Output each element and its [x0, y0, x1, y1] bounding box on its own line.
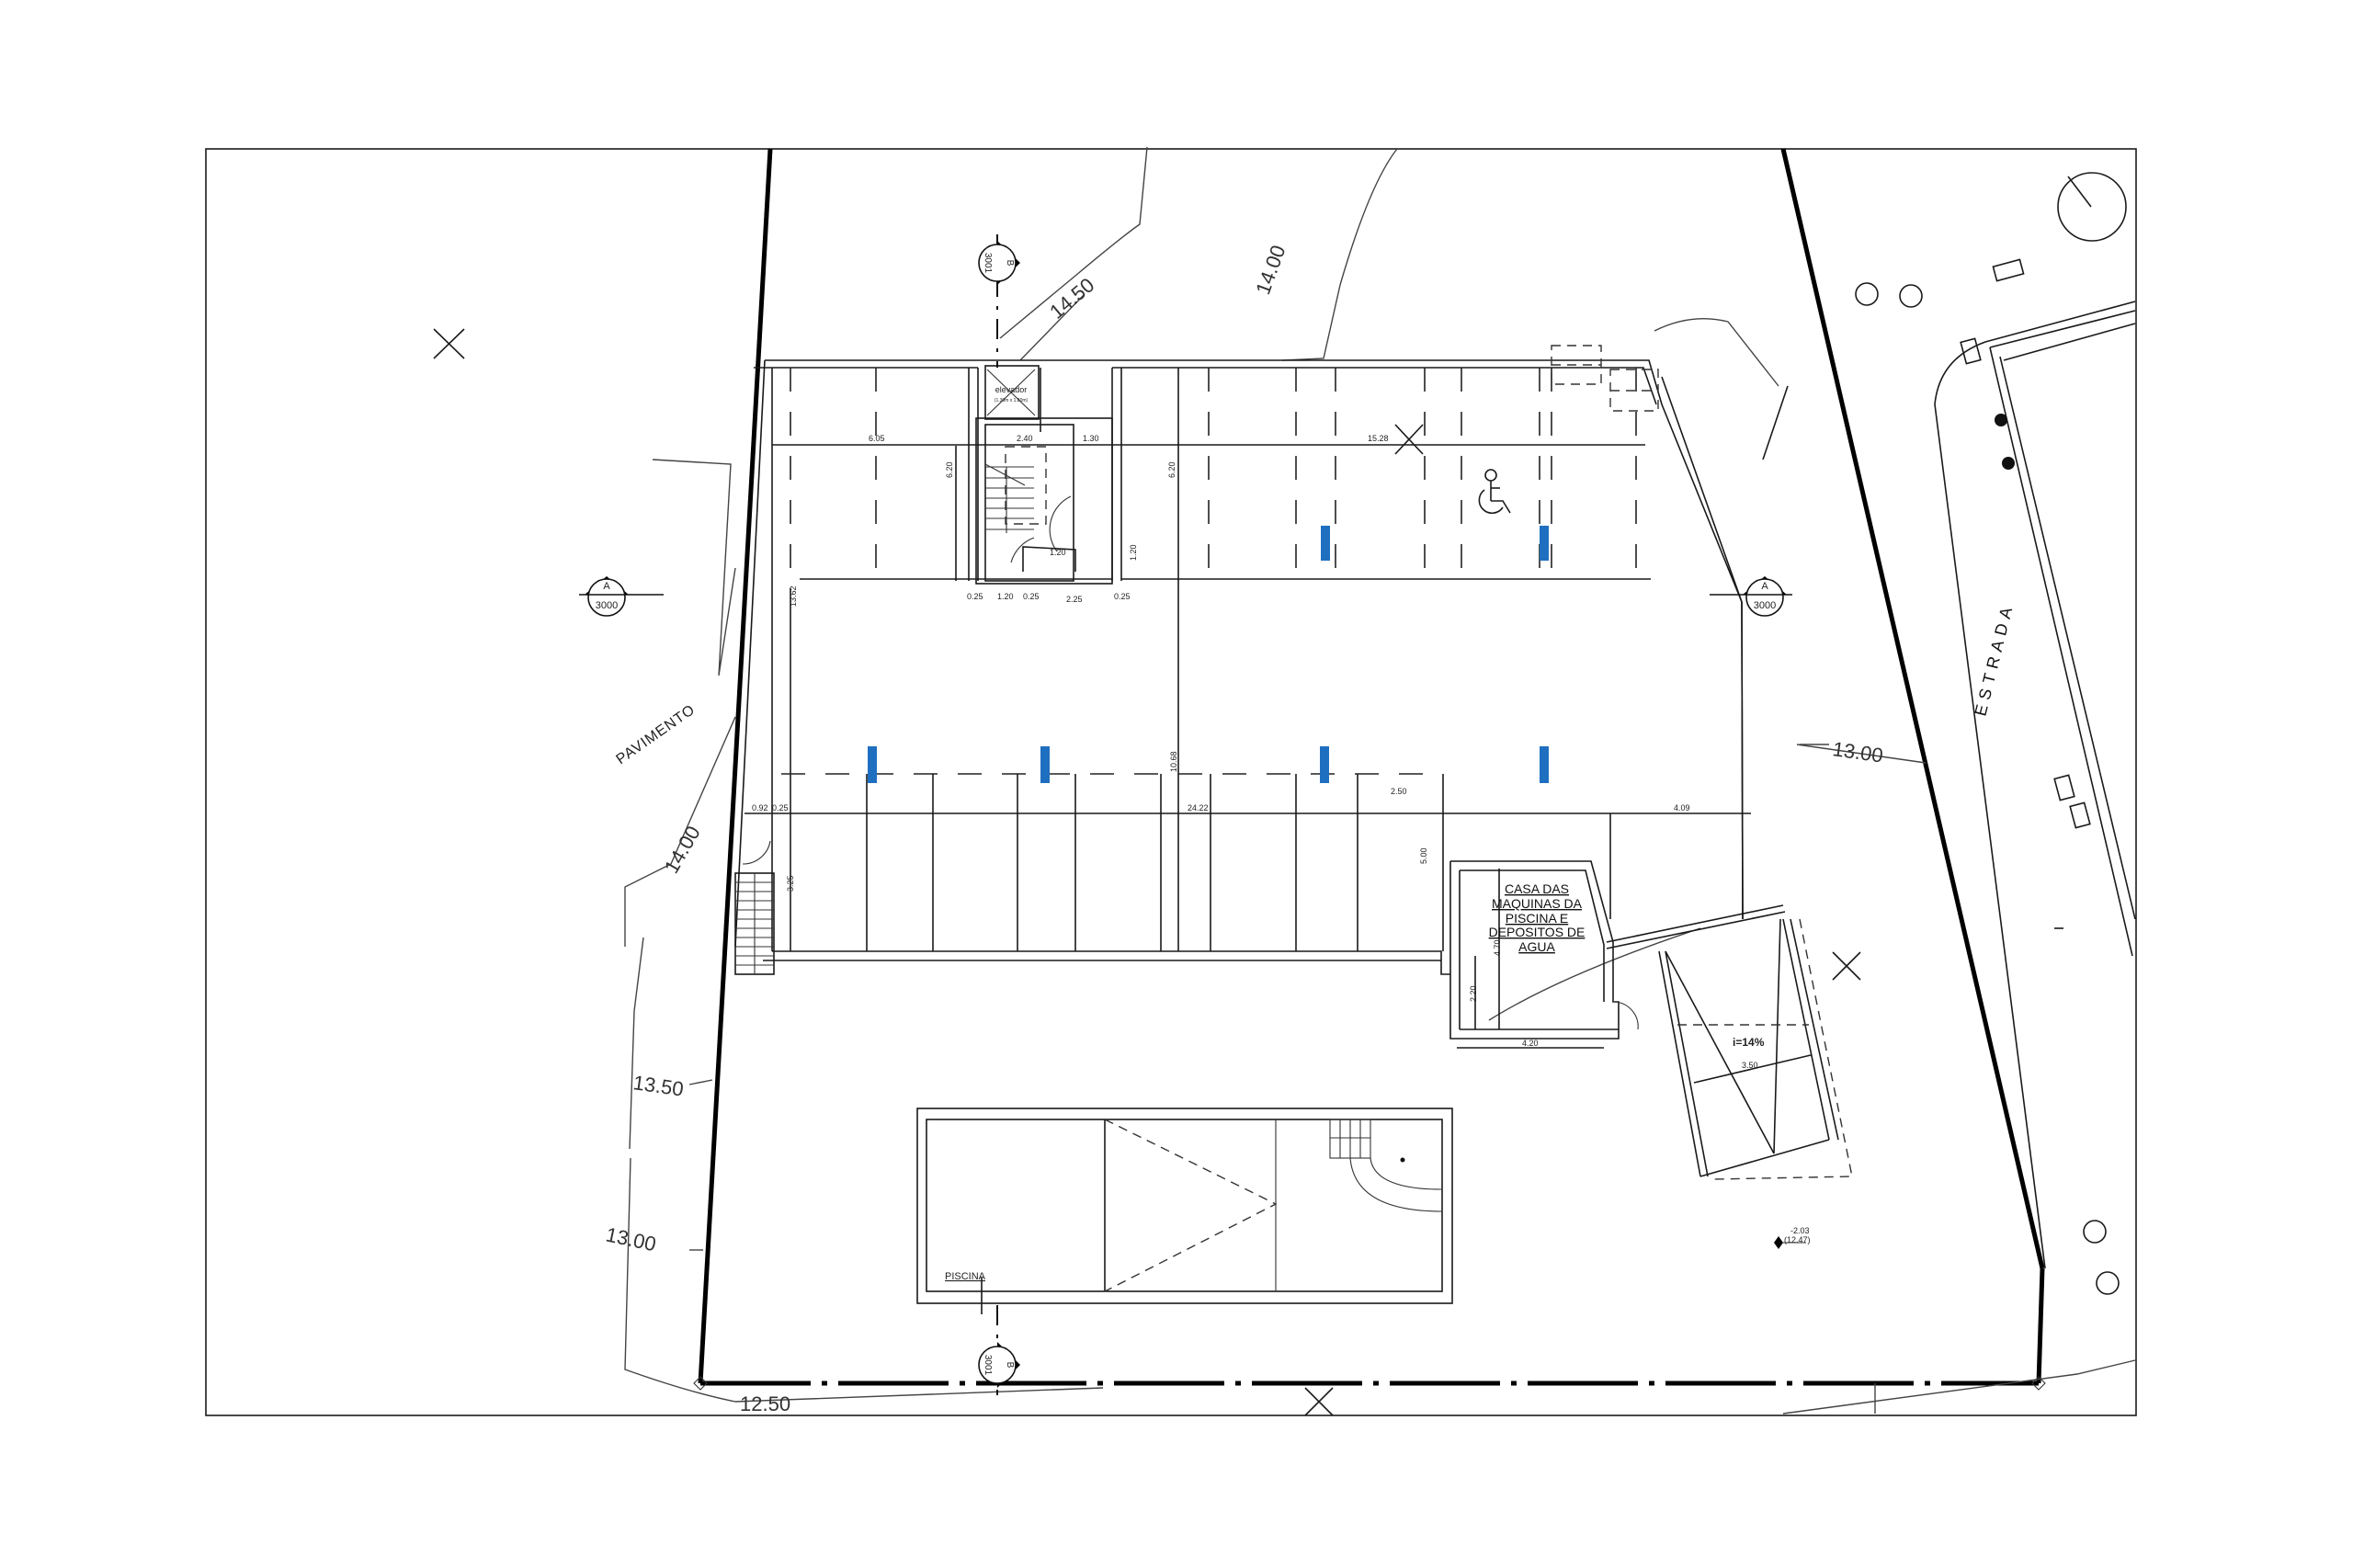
svg-text:6.20: 6.20	[1167, 461, 1176, 478]
dim-ramp: 3.50	[1742, 1061, 1758, 1070]
level-mark-bottom: (12.47)	[1784, 1235, 1811, 1244]
machine-room-label: CASA DAS MAQUINAS DA PISCINA E DEPOSITOS…	[1489, 881, 1586, 954]
svg-text:2.40: 2.40	[1017, 434, 1033, 443]
section-letter: A	[1761, 581, 1768, 592]
svg-text:0.25: 0.25	[1114, 592, 1131, 601]
top-right-stair	[1551, 345, 1659, 412]
street-label: ESTRADA	[1971, 600, 2017, 718]
svg-text:DEPOSITOS DE: DEPOSITOS DE	[1489, 925, 1586, 939]
section-marker-b-bottom	[978, 1305, 1020, 1395]
svg-text:PISCINA E: PISCINA E	[1506, 911, 1568, 926]
svg-text:3.25: 3.25	[786, 875, 795, 892]
pool	[916, 1108, 1453, 1314]
elevator-size: (1.30m x 1.80m)	[995, 398, 1029, 403]
contour-label: 13.00	[604, 1222, 658, 1256]
svg-text:4.70: 4.70	[1493, 939, 1502, 956]
section-sheet: 3001	[983, 253, 993, 274]
svg-text:10.68: 10.68	[1169, 751, 1178, 772]
svg-text:1.20: 1.20	[1129, 544, 1138, 561]
svg-text:6.20: 6.20	[945, 461, 954, 478]
left-exterior-stair	[734, 840, 775, 975]
contour-label: 14.00	[660, 822, 705, 877]
basement-walls	[734, 359, 1744, 975]
dimension-labels: 6.05 2.40 1.30 15.28 6.20 6.20 1.20 1.20…	[752, 434, 1690, 1048]
pool-label: PISCINA	[945, 1271, 986, 1282]
structural-columns	[868, 526, 1549, 783]
svg-text:2.25: 2.25	[1066, 595, 1083, 604]
level-marker	[1774, 1236, 1806, 1249]
section-marker-a-left	[579, 576, 664, 617]
svg-text:CASA DAS: CASA DAS	[1505, 881, 1569, 896]
level-mark-top: -2.03	[1790, 1226, 1810, 1235]
svg-text:6.05: 6.05	[869, 434, 885, 443]
svg-text:2.50: 2.50	[1391, 787, 1407, 796]
svg-text:24.22: 24.22	[1188, 803, 1209, 812]
svg-text:0.92: 0.92	[752, 803, 768, 812]
x-marks	[433, 328, 1861, 1416]
svg-text:AGUA: AGUA	[1518, 939, 1555, 954]
drawing-frame	[205, 148, 2137, 1416]
contour-label: 13.50	[631, 1071, 685, 1100]
ramp-slope-label: i=14%	[1733, 1036, 1765, 1049]
stair-elevator-core	[975, 365, 1113, 585]
contour-label: 12.50	[740, 1392, 790, 1415]
svg-text:15.28: 15.28	[1368, 434, 1389, 443]
elevator-label: elevador	[995, 385, 1028, 394]
section-letter: B	[1005, 1362, 1015, 1369]
svg-text:1.20: 1.20	[1050, 548, 1066, 557]
parking-bays-upper	[790, 368, 1637, 579]
contour-label: 13.00	[1831, 737, 1884, 767]
wheelchair-icon	[1478, 469, 1511, 514]
section-sheet: 3000	[596, 600, 618, 611]
pavement-label: PAVIMENTO	[614, 702, 699, 768]
section-letter: B	[1005, 260, 1015, 267]
section-sheet: 3000	[1754, 600, 1776, 611]
machine-room	[1449, 860, 1639, 1049]
svg-text:2.20: 2.20	[1469, 985, 1478, 1002]
boundary-corner-markers	[693, 1376, 2046, 1391]
parking-bays-lower	[781, 773, 1444, 951]
ramp-area	[1606, 376, 1853, 1180]
contour-label: 14.00	[1251, 242, 1290, 297]
svg-text:0.25: 0.25	[1023, 592, 1040, 601]
contour-label: 14.50	[1045, 273, 1098, 324]
parking-grid	[745, 368, 2063, 951]
svg-text:4.20: 4.20	[1522, 1039, 1539, 1048]
section-letter: A	[603, 581, 610, 592]
section-marker-a-right	[1710, 576, 1792, 617]
svg-text:0.25: 0.25	[772, 803, 789, 812]
street-area	[1762, 172, 2136, 1295]
section-marker-b-top	[978, 234, 1020, 368]
svg-text:MAQUINAS DA: MAQUINAS DA	[1492, 896, 1583, 911]
svg-text:1.30: 1.30	[1083, 434, 1099, 443]
property-boundary	[698, 148, 2045, 1386]
contour-lines	[624, 146, 2136, 1415]
svg-text:13.62: 13.62	[789, 585, 798, 607]
svg-text:4.09: 4.09	[1674, 803, 1690, 812]
svg-text:5.00: 5.00	[1419, 847, 1428, 864]
svg-text:0.25: 0.25	[967, 592, 983, 601]
section-sheet: 3001	[983, 1355, 993, 1376]
svg-text:1.20: 1.20	[997, 592, 1014, 601]
